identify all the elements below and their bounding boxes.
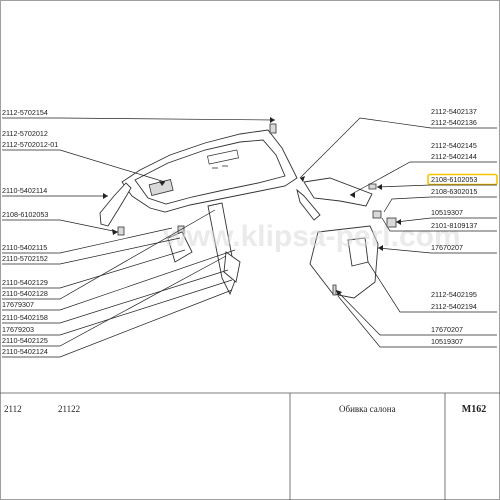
label-2110-5402128: 2110-5402128 (2, 289, 48, 298)
label-2110-5402115: 2110-5402115 (2, 243, 47, 252)
leader-arrowheads (103, 117, 401, 296)
label-2108-6302015: 2108-6302015 (431, 187, 477, 196)
title-block: 2112 21122 Обивка салона M162 (0, 392, 500, 500)
left-leader-lines (2, 117, 276, 358)
sheet-code: M162 (462, 404, 486, 415)
rear-pillar-panel (309, 210, 397, 299)
label-2112-5702012: 2112-5702012 (2, 129, 48, 138)
label-2110-5402125: 2110-5402125 (2, 336, 48, 345)
roof-headliner (121, 129, 298, 213)
label-2110-5402114: 2110-5402114 (2, 186, 47, 195)
right-pillar-trim (296, 177, 373, 221)
label-17670207-bottom: 17670207 (431, 325, 463, 334)
right-leader-lines (299, 117, 497, 348)
model-code-2112: 2112 (4, 404, 22, 414)
left-label-column: 2112-5702154 2112-5702012 2112-5702012-0… (2, 108, 58, 356)
label-2110-5402158: 2110-5402158 (2, 313, 48, 322)
label-17679307: 17679307 (2, 300, 34, 309)
label-2112-5402144: 2112-5402144 (431, 152, 477, 161)
label-2112-5702154: 2112-5702154 (2, 108, 48, 117)
highlighted-part-frame (427, 173, 498, 186)
label-2112-5402136: 2112-5402136 (431, 118, 477, 127)
label-10519307-bottom: 10519307 (431, 337, 463, 346)
label-2110-5702152: 2110-5702152 (2, 254, 48, 263)
label-10519307-top: 10519307 (431, 208, 463, 217)
label-2112-5402145: 2112-5402145 (431, 141, 477, 150)
model-code-21122: 21122 (58, 404, 80, 414)
label-2112-5402194: 2112-5402194 (431, 302, 477, 311)
sheet-title: Обивка салона (339, 404, 396, 414)
label-2112-5402195: 2112-5402195 (431, 290, 477, 299)
label-2108-6102053-left: 2108-6102053 (2, 210, 48, 219)
label-2112-5402137: 2112-5402137 (431, 107, 477, 116)
right-label-column: 2112-5402137 2112-5402136 2112-5402145 2… (427, 107, 498, 346)
fastener-screws (332, 183, 377, 296)
label-17670207-top: 17670207 (431, 243, 463, 252)
watermark: www.klipsa-perl.com (162, 220, 460, 253)
label-17679203: 17679203 (2, 325, 34, 334)
label-2110-5402129: 2110-5402129 (2, 278, 48, 287)
label-2112-5702012-01: 2112-5702012-01 (2, 140, 58, 149)
left-rear-trim (99, 182, 132, 227)
label-2108-6102053-right: 2108-6102053 (431, 175, 477, 184)
label-2110-5402124: 2110-5402124 (2, 347, 48, 356)
label-2101-8109137: 2101-8109137 (431, 221, 477, 230)
